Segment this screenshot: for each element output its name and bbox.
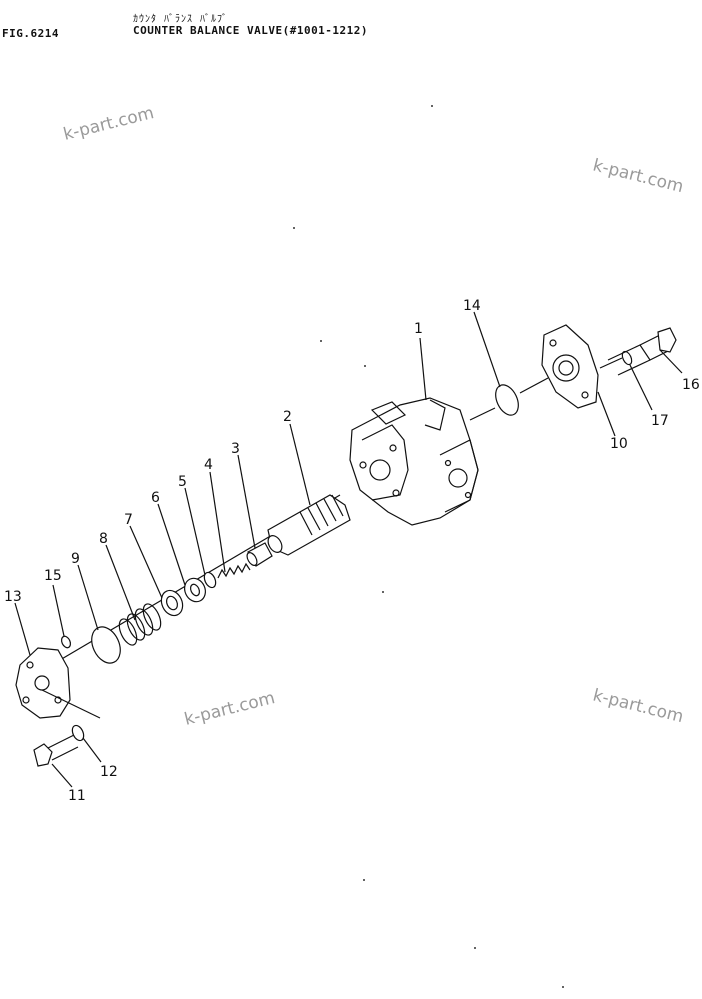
- watermark: k-part.com: [591, 155, 686, 197]
- callout-15: 15: [44, 568, 62, 584]
- callout-2: 2: [283, 409, 292, 425]
- assembly-axis-right2: [519, 377, 549, 394]
- callout-12: 12: [100, 764, 118, 780]
- callout-4: 4: [204, 457, 213, 473]
- callout-1: 1: [414, 321, 423, 337]
- assembly-axis-right: [469, 407, 496, 421]
- callout-10: 10: [610, 436, 628, 452]
- small-spring: [217, 562, 251, 579]
- poppet: [246, 542, 273, 567]
- ring-7: [160, 589, 184, 617]
- valve-body: [349, 397, 479, 526]
- washer-17: [621, 350, 633, 366]
- watermark: k-part.com: [182, 688, 277, 730]
- callout-14: 14: [463, 298, 481, 314]
- figure-number: FIG.6214: [2, 27, 59, 40]
- callout-11: 11: [68, 788, 86, 804]
- title-japanese: ｶｳﾝﾀ ﾊﾞﾗﾝｽ ﾊﾞﾙﾌﾞ: [133, 14, 229, 25]
- o-ring-5: [203, 571, 217, 589]
- watermarks: k-part.com k-part.com k-part.com k-part.…: [61, 103, 685, 730]
- scan-specks: [293, 105, 564, 988]
- callout-5: 5: [178, 474, 187, 490]
- callout-3: 3: [231, 441, 240, 457]
- callout-6: 6: [151, 490, 160, 506]
- bolt-11: [33, 734, 79, 767]
- stopper: [184, 577, 206, 603]
- o-ring-15: [60, 635, 72, 649]
- callout-8: 8: [99, 531, 108, 547]
- o-ring-9: [91, 626, 121, 664]
- callout-7: 7: [124, 512, 133, 528]
- callout-17: 17: [651, 413, 669, 429]
- watermark: k-part.com: [591, 685, 686, 727]
- bolt-16: [607, 327, 677, 376]
- callout-labels: 1 2 3 4 5 6 7 8 9 10 11 12 13 14 15 16 1…: [4, 298, 700, 804]
- watermark: k-part.com: [61, 103, 156, 145]
- o-ring-14: [495, 384, 519, 416]
- title-english: COUNTER BALANCE VALVE(#1001-1212): [133, 24, 369, 37]
- assembly-axis-bolt: [599, 357, 623, 369]
- callout-9: 9: [71, 551, 80, 567]
- spool: [267, 494, 351, 556]
- cover: [15, 647, 101, 719]
- spring: [118, 603, 162, 646]
- callout-16: 16: [682, 377, 700, 393]
- flange: [541, 324, 599, 409]
- callout-13: 13: [4, 589, 22, 605]
- leader-lines: [14, 311, 683, 788]
